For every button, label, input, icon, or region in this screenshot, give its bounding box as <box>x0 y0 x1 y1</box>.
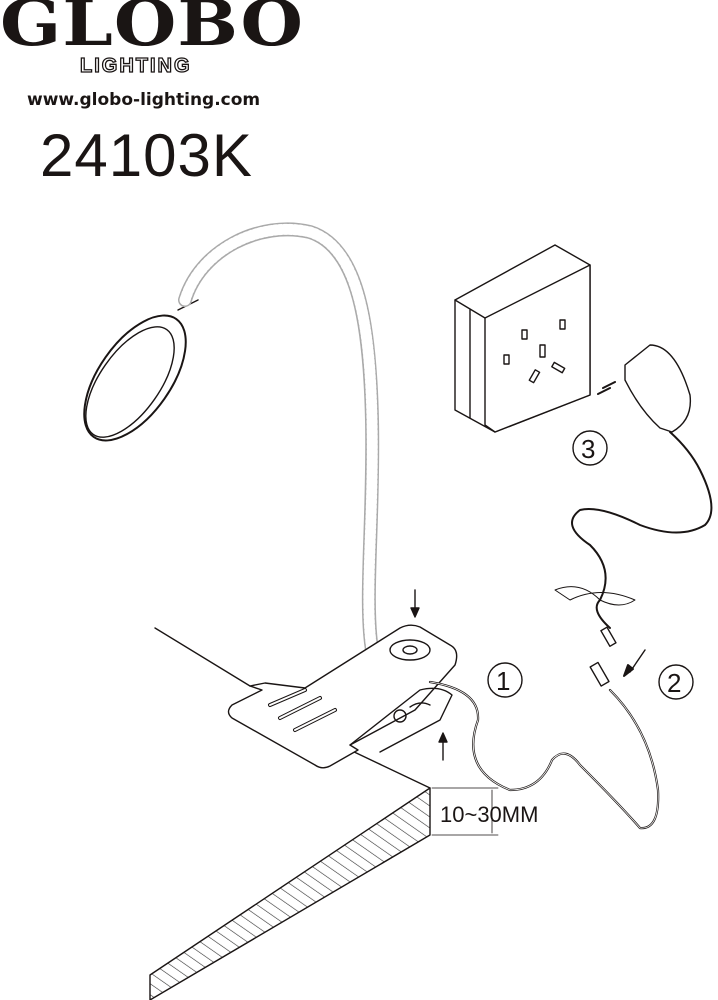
wall-outlet <box>454 244 591 433</box>
dimension-label: 10~30MM <box>440 802 538 827</box>
website-url: www.globo-lighting.com <box>27 90 261 110</box>
step-3-label: 3 <box>581 434 595 464</box>
gooseneck-arm <box>178 222 380 657</box>
thickness-dimension <box>431 787 499 836</box>
power-adapter <box>554 344 713 629</box>
arrow-up-icon <box>438 732 448 761</box>
table-top <box>149 627 431 1000</box>
clip-base <box>227 624 458 769</box>
step-circle-1 <box>487 662 523 698</box>
brand-sub-logo: LIGHTING <box>79 55 192 77</box>
model-number: 24103K <box>40 122 253 189</box>
arrow-down-icon <box>410 589 420 618</box>
brand-logo: GLOBO <box>0 0 305 61</box>
dc-connector <box>589 626 617 687</box>
arrow-diagonal-icon <box>623 649 646 677</box>
step-circle-2 <box>658 664 694 700</box>
lamp-head <box>83 299 199 442</box>
step-circle-3 <box>572 430 608 466</box>
step-2-label: 2 <box>667 668 681 698</box>
step-1-label: 1 <box>496 666 510 696</box>
